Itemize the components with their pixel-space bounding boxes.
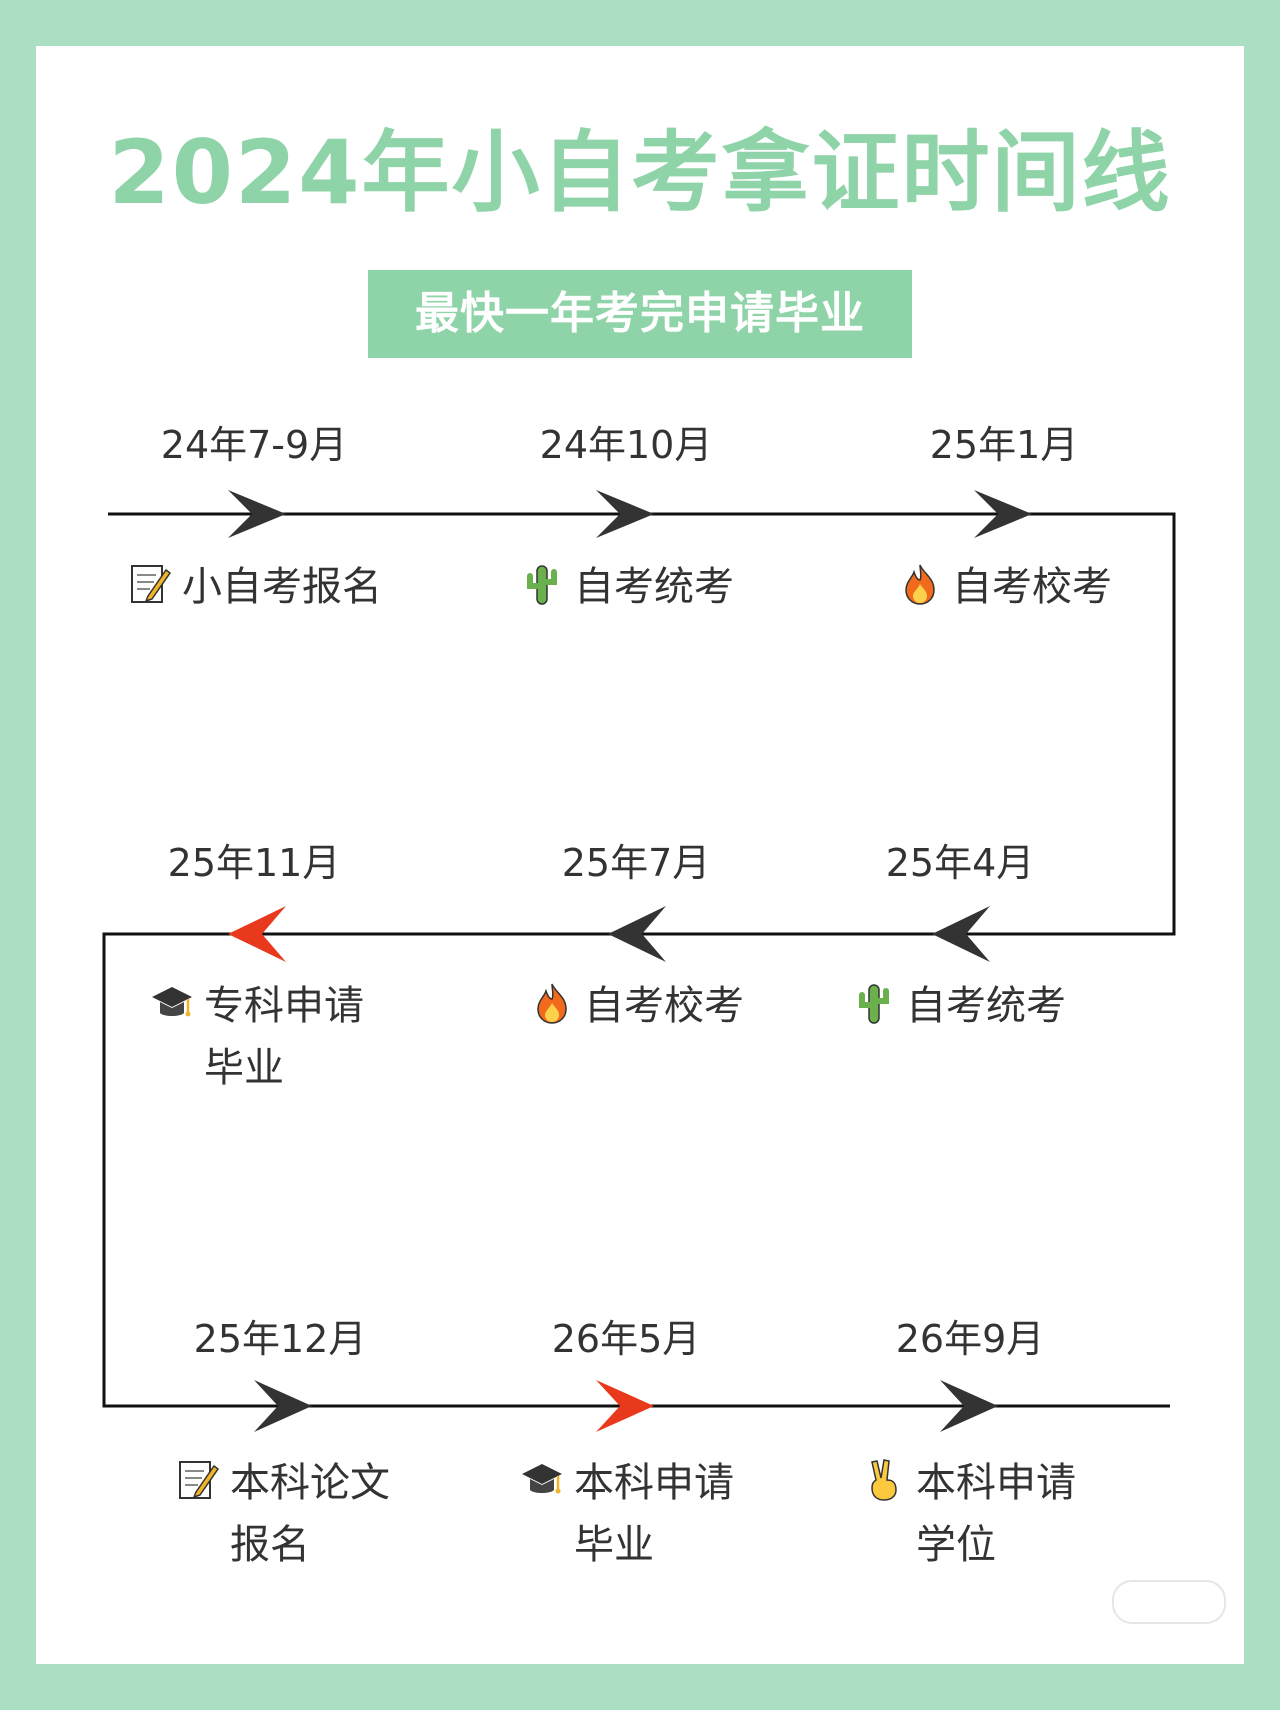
- timeline-date: 24年7-9月: [160, 423, 348, 467]
- timeline-event: 本科论文 报名: [176, 1452, 390, 1576]
- timeline-event: 自考统考: [852, 975, 1066, 1037]
- timeline-date: 25年1月: [929, 423, 1079, 467]
- timeline-arrow: [596, 490, 654, 538]
- timeline-arrow: [974, 490, 1032, 538]
- timeline-date: 26年9月: [895, 1317, 1045, 1361]
- event-label-line2: 学位: [916, 1522, 996, 1568]
- fire-icon: [530, 981, 574, 1025]
- timeline-event: 自考校考: [530, 975, 744, 1037]
- timeline-event: 小自考报名: [128, 556, 382, 618]
- timeline-event: 本科申请 毕业: [520, 1452, 734, 1576]
- graduation-cap-icon: [150, 981, 194, 1025]
- timeline-date: 25年7月: [561, 841, 711, 885]
- event-label: 本科论文: [230, 1460, 390, 1506]
- timeline-arrow-highlight: [228, 906, 286, 962]
- timeline-date: 24年10月: [539, 423, 713, 467]
- timeline-line: [102, 512, 1176, 1408]
- event-label-line2: 毕业: [204, 1045, 284, 1091]
- fire-icon: [898, 562, 942, 606]
- timeline-event: 自考统考: [520, 556, 734, 618]
- timeline-event: 本科申请 学位: [862, 1452, 1076, 1576]
- event-label: 专科申请: [204, 983, 364, 1029]
- memo-icon: [176, 1458, 220, 1502]
- timeline-date: 26年5月: [551, 1317, 701, 1361]
- cactus-icon: [520, 562, 564, 606]
- event-label: 本科申请: [574, 1460, 734, 1506]
- timeline-date: 25年4月: [885, 841, 1035, 885]
- timeline-arrow: [228, 490, 286, 538]
- memo-icon: [128, 562, 172, 606]
- timeline-date: 25年11月: [167, 841, 341, 885]
- event-label: 小自考报名: [182, 564, 382, 610]
- event-label: 自考校考: [952, 564, 1112, 610]
- timeline-event: 自考校考: [898, 556, 1112, 618]
- timeline-arrow: [254, 1380, 312, 1432]
- event-label: 自考校考: [584, 983, 744, 1029]
- event-label-line2: 毕业: [574, 1522, 654, 1568]
- timeline-arrow-highlight: [596, 1380, 654, 1432]
- event-label: 自考统考: [906, 983, 1066, 1029]
- event-label: 本科申请: [916, 1460, 1076, 1506]
- event-label: 自考统考: [574, 564, 734, 610]
- timeline-arrow: [608, 906, 666, 962]
- timeline-event: 专科申请 毕业: [150, 975, 364, 1099]
- timeline-date: 25年12月: [193, 1317, 367, 1361]
- cactus-icon: [852, 981, 896, 1025]
- page-title: 2024年小自考拿证时间线: [108, 121, 1172, 224]
- victory-hand-icon: [862, 1458, 906, 1502]
- subtitle-badge: 最快一年考完申请毕业: [368, 270, 912, 358]
- timeline-arrow: [940, 1380, 998, 1432]
- event-label-line2: 报名: [230, 1522, 310, 1568]
- timeline-arrow: [932, 906, 990, 962]
- graduation-cap-icon: [520, 1458, 564, 1502]
- watermark-badge: [1112, 1580, 1226, 1624]
